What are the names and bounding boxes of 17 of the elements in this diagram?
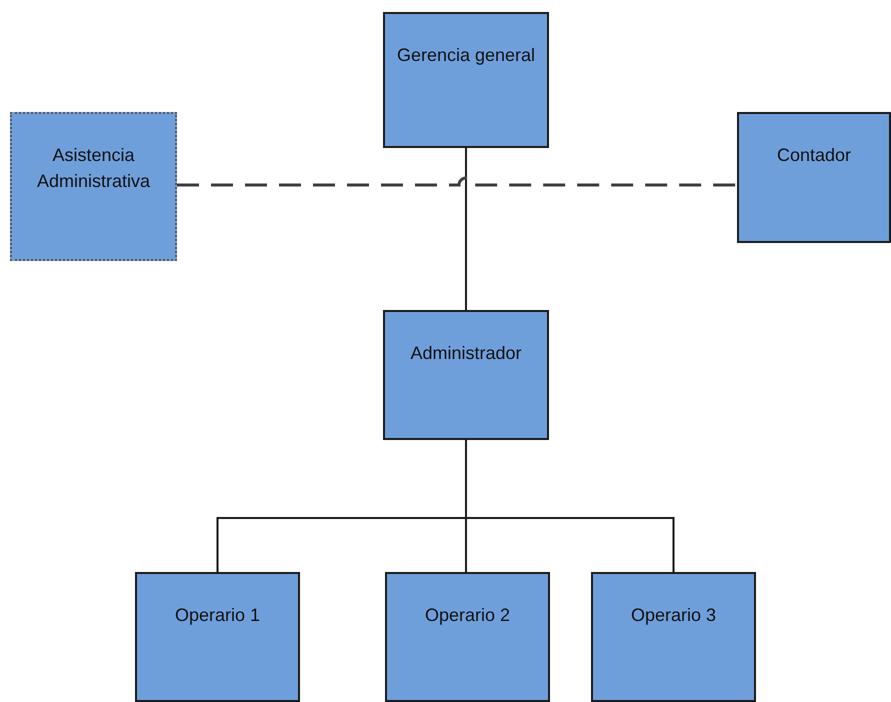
connector-line bbox=[465, 148, 467, 310]
connector-line bbox=[465, 440, 674, 572]
org-box bbox=[135, 572, 300, 702]
org-box bbox=[10, 112, 177, 261]
box-label: Administrador bbox=[410, 342, 522, 365]
org-box bbox=[385, 572, 550, 702]
dashed-connector bbox=[177, 176, 737, 186]
org-box bbox=[737, 112, 891, 243]
box-label: Operario 2 bbox=[424, 604, 510, 627]
box-label: Asistencia Administrativa bbox=[36, 144, 152, 193]
box-label: Gerencia general bbox=[396, 44, 536, 67]
org-box bbox=[383, 12, 549, 148]
org-box bbox=[591, 572, 756, 702]
box-label: Operario 1 bbox=[174, 604, 260, 627]
box-label: Contador bbox=[776, 144, 852, 167]
org-box bbox=[383, 310, 549, 440]
box-label: Operario 3 bbox=[630, 604, 716, 627]
